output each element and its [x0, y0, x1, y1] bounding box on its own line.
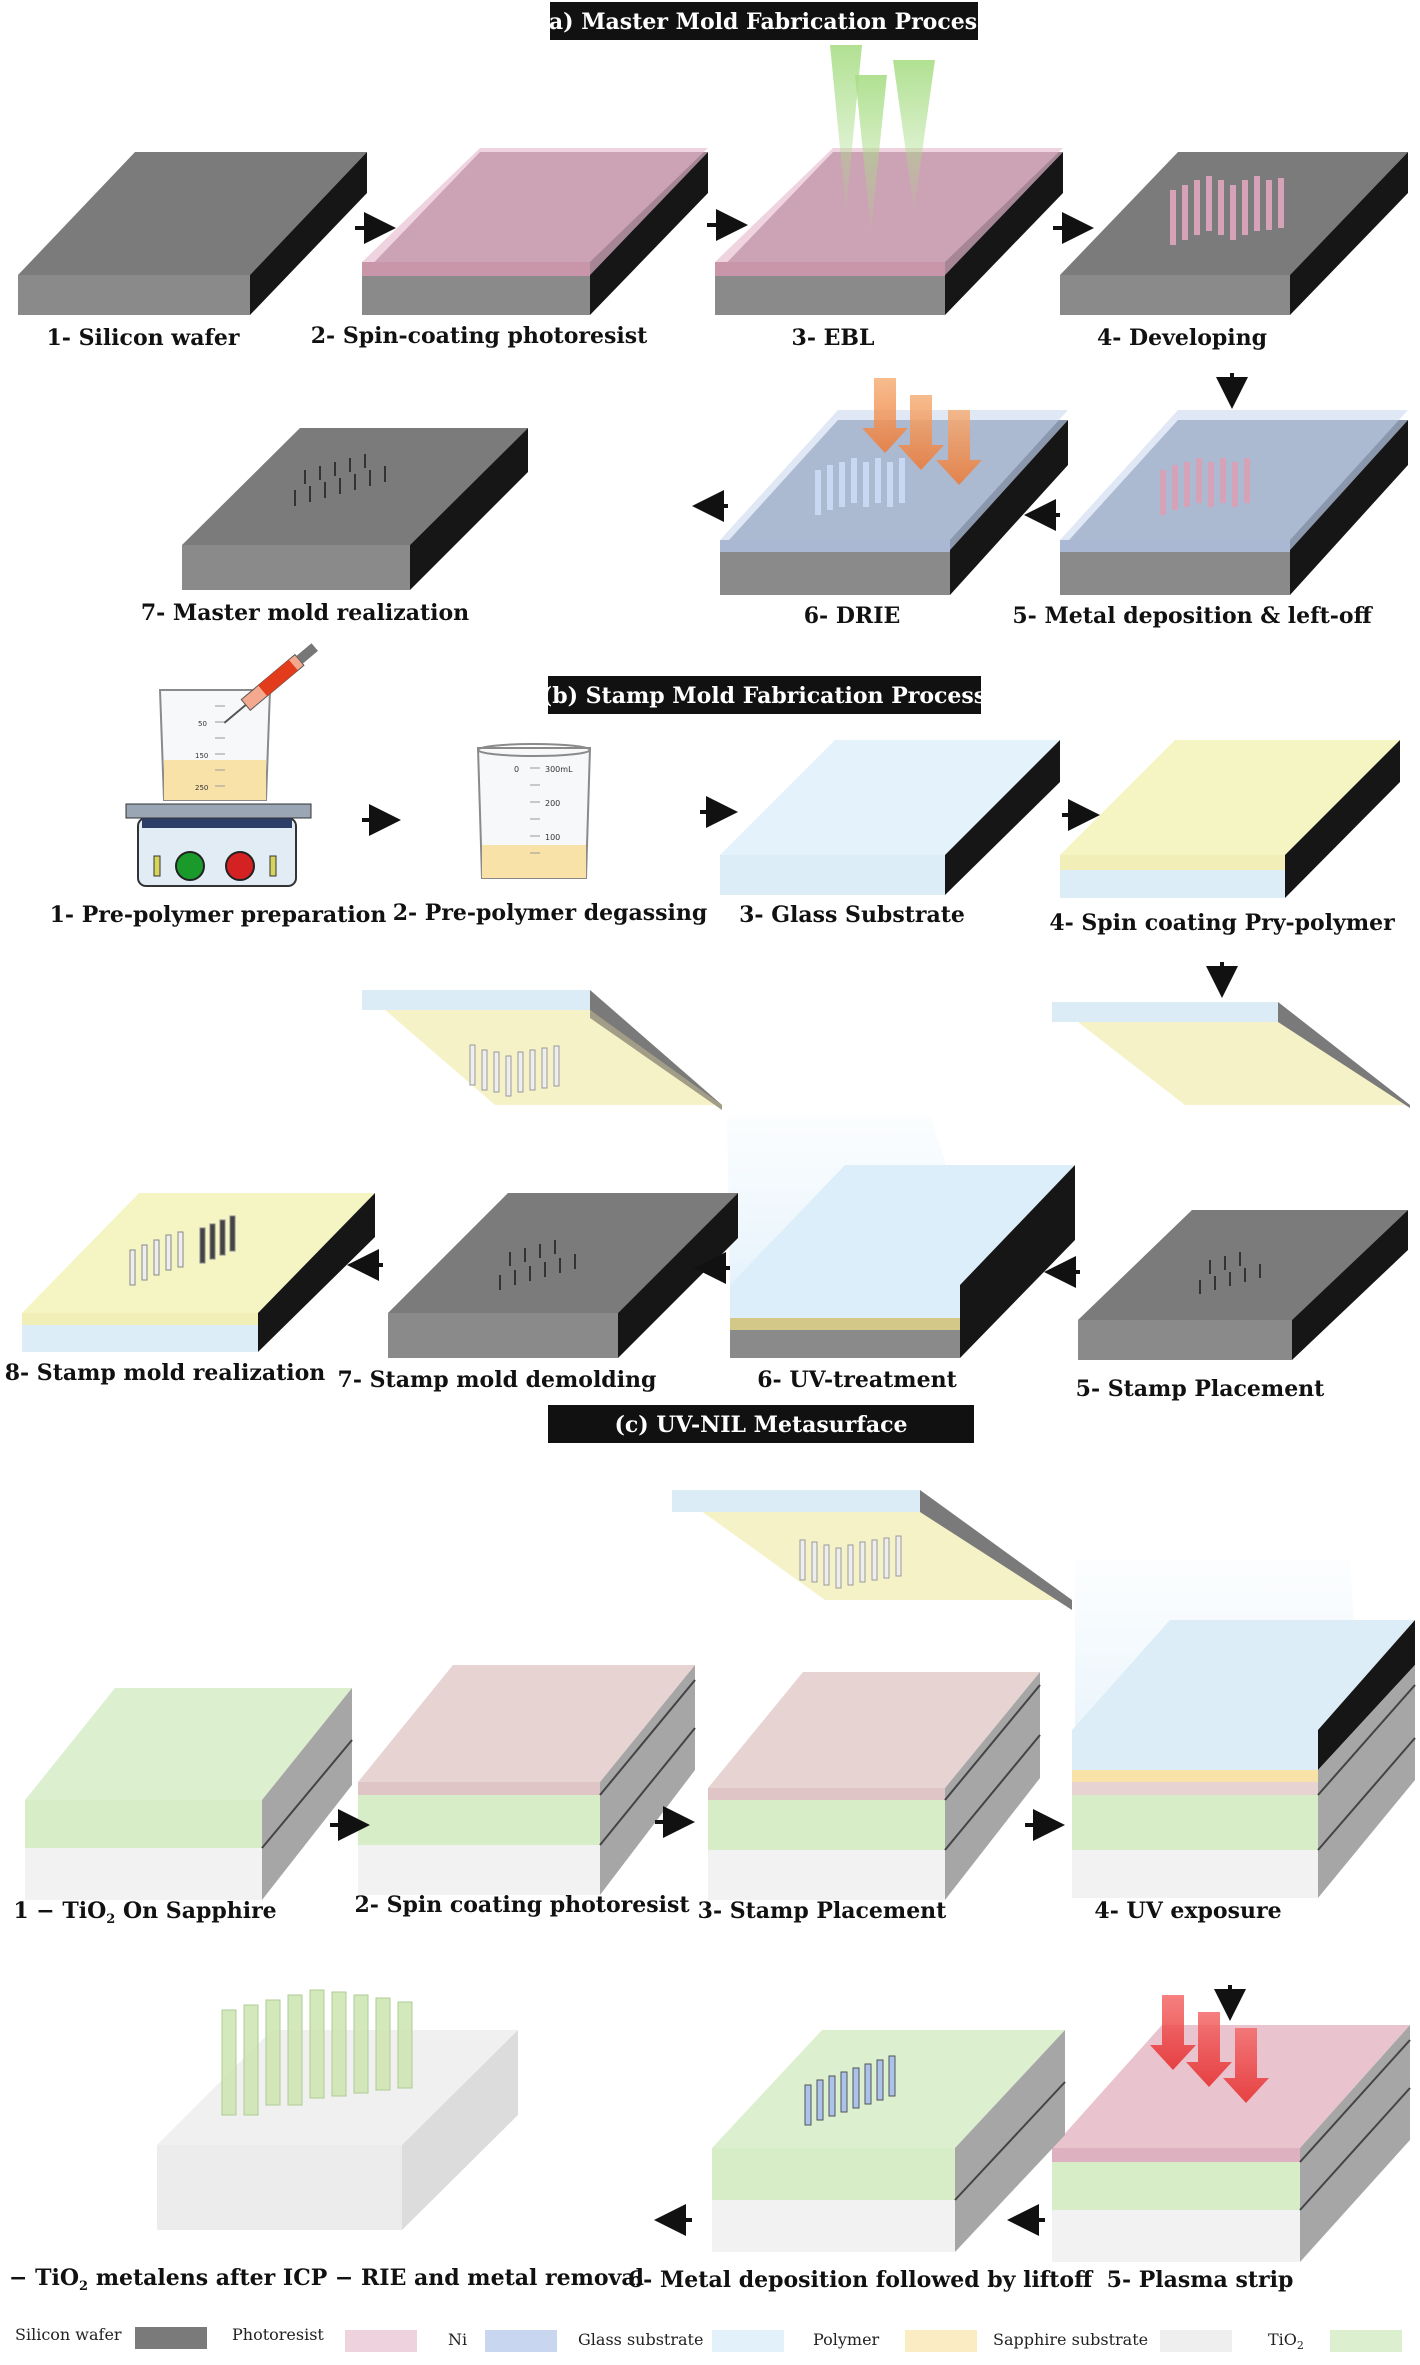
step-a1-label: 1- Silicon wafer: [46, 325, 239, 351]
syringe: [223, 643, 318, 724]
step-a6-label: 6- DRIE: [804, 603, 901, 629]
step-b5-stamp-placement: [1078, 1210, 1408, 1360]
etch-arrows-orange: [862, 378, 982, 485]
step-c7-metalens: [157, 1989, 518, 2230]
step-c6-label: 6- Metal deposition followed by liftoff: [628, 2267, 1094, 2293]
step-b8-label: 8- Stamp mold realization: [5, 1360, 326, 1386]
step-b4-label: 4- Spin coating Pry-polymer: [1049, 910, 1395, 936]
legend-swatch-silicon: [135, 2327, 207, 2349]
step-a5-label: 5- Metal deposition & left-off: [1012, 603, 1373, 629]
step-a3-label: 3- EBL: [792, 325, 875, 351]
electron-beam-1: [830, 45, 862, 210]
step-b2-label: 2- Pre-polymer degassing: [393, 900, 708, 926]
legend-swatch-ni: [485, 2330, 557, 2352]
legend-label-glass: Glass substrate: [578, 2330, 703, 2349]
section-b-banner: [548, 676, 981, 714]
step-c5-label: 5- Plasma strip: [1107, 2267, 1294, 2293]
step-a3-ebl: [715, 45, 1063, 315]
inverted-stamp-c: [672, 1490, 1072, 1610]
legend-label-polymer: Polymer: [813, 2330, 880, 2349]
step-a7-master-mold: [182, 428, 528, 590]
beaker-mark-5: 250: [195, 784, 208, 792]
step-b1-label: 1- Pre-polymer preparation: [50, 902, 387, 928]
beaker2-mark-0: 0: [514, 765, 519, 774]
inverted-stamp-left: [362, 990, 722, 1110]
step-b2-degassing: 0 300mL 200 100: [476, 743, 592, 879]
section-b-title: (b) Stamp Mold Fabrication Process: [542, 683, 986, 709]
step-c2-spin-coating: [358, 1665, 696, 1895]
step-c3-label: 3- Stamp Placement: [698, 1898, 948, 1924]
etch-arrows-red: [1150, 1995, 1269, 2103]
step-b7-label: 7- Stamp mold demolding: [338, 1367, 657, 1393]
legend: Silicon wafer Photoresist Ni Glass subst…: [15, 2325, 1402, 2352]
beaker2-mark-r4: 100: [545, 833, 560, 842]
process-arrows-a: [355, 209, 1248, 531]
electron-beam-2: [855, 75, 887, 230]
step-a4-developing: [1060, 152, 1408, 315]
beaker-mark-3: 150: [195, 752, 208, 760]
legend-label-tio2: TiO2: [1268, 2330, 1304, 2352]
section-a-banner: [550, 2, 978, 40]
green-knob: [175, 851, 205, 881]
legend-swatch-glass: [712, 2330, 784, 2352]
process-arrows-b: [347, 796, 1238, 1288]
step-a4-label: 4- Developing: [1097, 325, 1267, 351]
step-b8-stamp-realization: [22, 1193, 375, 1352]
step-b6-label: 6- UV-treatment: [757, 1367, 957, 1393]
legend-label-sapphire: Sapphire substrate: [993, 2330, 1148, 2349]
step-c4-uv-exposure: [1072, 1560, 1416, 1898]
step-b5-label: 5- Stamp Placement: [1076, 1376, 1326, 1402]
beaker2-mark-r0: 300mL: [545, 765, 573, 774]
step-b6-uv-treatment: [727, 1115, 1075, 1358]
step-a6-drie: [720, 378, 1068, 595]
legend-label-photoresist: Photoresist: [232, 2325, 324, 2344]
legend-swatch-tio2: [1330, 2330, 1402, 2352]
section-b: (b) Stamp Mold Fabrication Process 50 15…: [5, 643, 1410, 1402]
step-c3-stamp-placement: [708, 1672, 1041, 1900]
process-arrows-c: [330, 1806, 1246, 2236]
section-c-title: (c) UV-NIL Metasurface: [614, 1412, 907, 1438]
developed-pattern: [1170, 176, 1284, 245]
step-b1-prepolymer-prep: 50 150 250: [125, 643, 318, 887]
electron-beam-3: [893, 60, 935, 210]
step-a7-label: 7- Master mold realization: [141, 600, 469, 626]
step-b3-glass-substrate: [720, 740, 1060, 895]
step-b3-label: 3- Glass Substrate: [739, 902, 965, 928]
section-c-banner: [548, 1405, 974, 1443]
legend-label-silicon: Silicon wafer: [15, 2325, 122, 2344]
step-a2-label: 2- Spin-coating photoresist: [311, 323, 648, 349]
section-c: (c) UV-NIL Metasurface: [0, 1405, 1416, 2294]
step-c5-plasma-strip: [1052, 1995, 1411, 2262]
beaker2-mark-r2: 200: [545, 799, 560, 808]
step-c4-label: 4- UV exposure: [1094, 1898, 1281, 1924]
section-a-title: (a) Master Mold Fabrication Process: [538, 9, 989, 35]
step-a5-metal-deposition: [1060, 410, 1408, 595]
section-a: (a) Master Mold Fabrication Process: [18, 2, 1408, 629]
legend-swatch-photoresist: [345, 2330, 417, 2352]
step-a2-spin-coating: [362, 148, 708, 315]
step-c1-tio2-sapphire: [25, 1688, 353, 1900]
legend-swatch-sapphire: [1160, 2330, 1232, 2352]
step-c7-label: 7 − TiO2 metalens after ICP − RIE and me…: [0, 2265, 644, 2294]
legend-label-ni: Ni: [448, 2330, 467, 2349]
step-c6-metal-deposition: [712, 2030, 1066, 2252]
step-a1-silicon-wafer: [18, 152, 367, 315]
step-b4-spin-coating-polymer: [1060, 740, 1400, 898]
legend-swatch-polymer: [905, 2330, 977, 2352]
beaker-mark-1: 50: [198, 720, 207, 728]
inverted-stamp-right: [1052, 1002, 1410, 1108]
step-c1-label: 1 − TiO2 On Sapphire: [13, 1898, 276, 1927]
red-knob: [225, 851, 255, 881]
step-c2-label: 2- Spin coating photoresist: [354, 1892, 690, 1918]
step-b7-stamp-demolding: [388, 1193, 738, 1358]
